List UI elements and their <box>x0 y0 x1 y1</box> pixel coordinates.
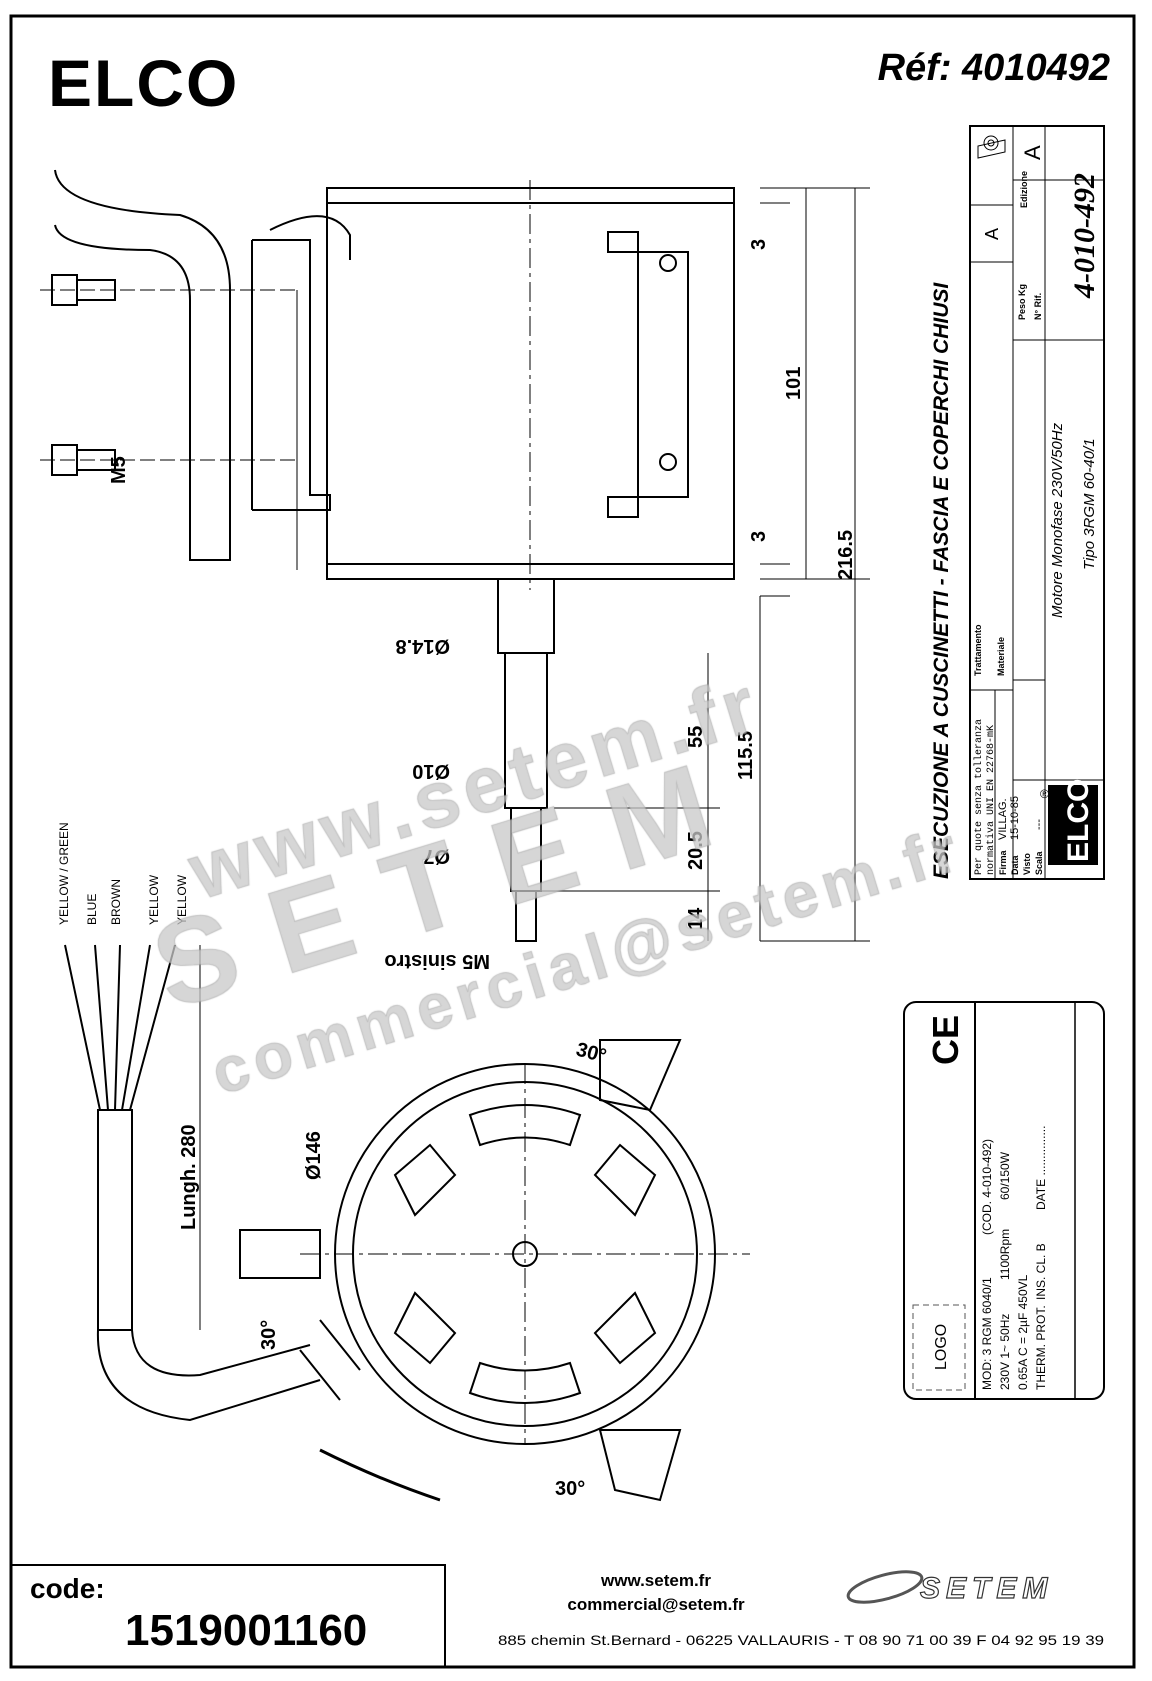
svg-text:Data: Data <box>1010 854 1020 875</box>
drawing-number: 4-010-492 <box>1068 173 1101 299</box>
svg-text:Ø14.8: Ø14.8 <box>396 635 450 657</box>
svg-text:14: 14 <box>685 907 707 930</box>
title-block-logo: ELCO <box>1062 779 1095 862</box>
svg-text:Ø146: Ø146 <box>303 1131 325 1180</box>
svg-text:®: ® <box>1040 787 1049 801</box>
code-value: 1519001160 <box>125 1606 367 1655</box>
nameplate: CE LOGO MOD: 3 RGM 6040/1 (COD. 4-010-49… <box>903 1001 1105 1400</box>
svg-text:M5: M5 <box>108 456 130 484</box>
website-link[interactable]: www.setem.fr <box>600 1571 711 1590</box>
title-block: A A Edizione Peso Kg N° Rif. 4-010-492 M… <box>969 125 1105 880</box>
svg-text:Firma: Firma <box>998 849 1008 875</box>
svg-text:VILLAG.: VILLAG. <box>997 798 1009 840</box>
svg-text:M5 sinistro: M5 sinistro <box>384 950 490 972</box>
cable-length-label: Lungh. 280 <box>178 1124 200 1230</box>
svg-text:BROWN: BROWN <box>109 879 123 925</box>
svg-text:101: 101 <box>783 367 805 400</box>
svg-text:Per quote senza tolleranza: Per quote senza tolleranza <box>973 719 985 875</box>
svg-text:3: 3 <box>748 531 770 542</box>
svg-text:YELLOW / GREEN: YELLOW / GREEN <box>57 822 71 925</box>
wire-labels: YELLOW / GREEN BLUE BROWN YELLOW YELLOW <box>57 822 189 925</box>
svg-text:YELLOW: YELLOW <box>175 874 189 925</box>
elco-logo: ELCO <box>48 46 239 120</box>
projection-symbol-icon <box>977 135 1006 159</box>
svg-text:30°: 30° <box>555 1478 585 1500</box>
svg-text:230V 1~ 50Hz: 230V 1~ 50Hz <box>998 1314 1012 1390</box>
svg-text:INS. CL. B: INS. CL. B <box>1034 1243 1048 1300</box>
svg-text:Ø10: Ø10 <box>412 760 450 782</box>
motor-front-view <box>239 1039 750 1502</box>
svg-text:3: 3 <box>748 239 770 250</box>
svg-text:30°: 30° <box>574 1039 609 1068</box>
svg-text:BLUE: BLUE <box>85 894 99 925</box>
email-link[interactable]: commercial@setem.fr <box>567 1595 745 1614</box>
ce-mark: CE <box>925 1015 966 1065</box>
svg-text:YELLOW: YELLOW <box>147 874 161 925</box>
code-label: code: <box>30 1573 105 1604</box>
svg-text:20.5: 20.5 <box>685 831 707 870</box>
svg-text:ELCO: ELCO <box>48 46 239 120</box>
svg-text:0.65A C = 2µF 450VL: 0.65A C = 2µF 450VL <box>1016 1274 1030 1390</box>
svg-text:SETEM: SETEM <box>920 1572 1053 1605</box>
address: 885 chemin St.Bernard - 06225 VALLAURIS … <box>498 1632 1104 1648</box>
svg-text:MOD: 3 RGM 6040/1: MOD: 3 RGM 6040/1 <box>980 1277 994 1390</box>
svg-text:30°: 30° <box>258 1320 280 1350</box>
svg-text:A: A <box>1020 145 1045 160</box>
svg-text:Ø7: Ø7 <box>423 845 450 867</box>
svg-text:Scala: Scala <box>1034 850 1044 875</box>
svg-text:---: --- <box>1033 819 1045 830</box>
svg-text:115.5: 115.5 <box>735 731 757 780</box>
svg-text:THERM. PROT.: THERM. PROT. <box>1034 1305 1048 1390</box>
svg-text:Materiale: Materiale <box>996 637 1006 676</box>
svg-text:55: 55 <box>685 726 707 748</box>
svg-text:Edizione: Edizione <box>1019 171 1029 208</box>
svg-text:Tipo 3RGM 60-40/1: Tipo 3RGM 60-40/1 <box>1081 438 1098 570</box>
svg-text:Trattamento: Trattamento <box>973 624 983 676</box>
svg-text:Peso Kg: Peso Kg <box>1017 284 1027 320</box>
section-title: ESECUZIONE A CUSCINETTI - FASCIA E COPER… <box>930 282 953 879</box>
svg-text:Motore Monofase 230V/50Hz: Motore Monofase 230V/50Hz <box>1049 422 1066 618</box>
svg-text:60/150W: 60/150W <box>998 1151 1012 1200</box>
setem-logo: SETEM <box>846 1570 1053 1606</box>
logo-placeholder: LOGO <box>933 1324 950 1370</box>
reference-number: Réf: 4010492 <box>878 47 1110 89</box>
svg-text:N° Rif.: N° Rif. <box>1033 293 1043 320</box>
motor-side-view <box>40 169 870 942</box>
svg-text:1100Rpm: 1100Rpm <box>998 1229 1012 1280</box>
svg-text:15-10-85: 15-10-85 <box>1009 796 1021 840</box>
svg-text:A: A <box>982 228 1002 240</box>
svg-text:216.5: 216.5 <box>835 530 857 580</box>
svg-text:DATE ...............: DATE ............... <box>1034 1126 1048 1210</box>
svg-text:Visto: Visto <box>1022 853 1032 875</box>
svg-text:(COD. 4-010-492): (COD. 4-010-492) <box>980 1139 994 1235</box>
svg-text:normativa UNI EN 22768-mK: normativa UNI EN 22768-mK <box>985 725 997 875</box>
dimension-labels: 3 101 3 216.5 55 115.5 20.5 14 M5 Ø14.8 … <box>108 239 857 972</box>
